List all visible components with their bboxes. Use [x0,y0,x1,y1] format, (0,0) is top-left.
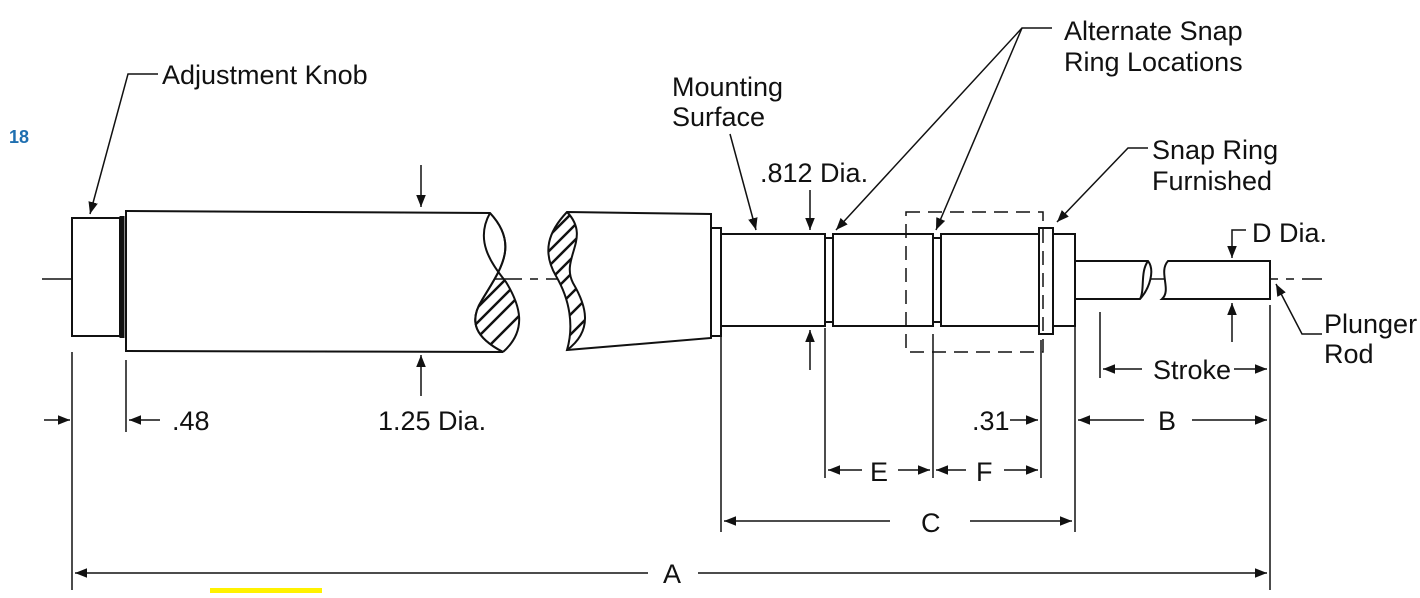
adjustment-knob [71,216,125,338]
label-alternate-snap-1: Alternate Snap [1064,16,1243,46]
label-plunger-rod-1: Plunger [1324,309,1417,339]
main-body [125,209,521,353]
label-adjustment-knob: Adjustment Knob [162,60,368,90]
dim-body-diameter: 1.25 Dia. [378,406,486,436]
label-mounting-surface-1: Mounting [672,72,783,102]
dim-e: E [870,457,888,487]
dim-a: A [663,559,681,589]
dim-b: B [1158,406,1176,436]
dim-ring-width: .31 [972,406,1010,436]
plunger-rod [1074,260,1271,300]
dim-c: C [921,508,941,538]
dim-stroke: Stroke [1153,355,1231,385]
label-snap-ring-2: Furnished [1152,166,1272,196]
body-right-segment [547,210,712,352]
dim-mount-diameter: .812 Dia. [760,158,868,188]
page-number: 18 [9,127,29,147]
label-plunger-rod-2: Rod [1324,339,1374,369]
label-mounting-surface-2: Surface [672,102,765,132]
dim-knob-width: .48 [172,406,210,436]
label-alternate-snap-2: Ring Locations [1064,47,1243,77]
dim-rod-diameter: D Dia. [1252,218,1327,248]
alternate-ring-outline [905,211,1044,353]
label-snap-ring-1: Snap Ring [1152,135,1278,165]
dim-f: F [976,457,993,487]
highlight-mark [210,588,322,593]
mounting-section [710,227,1076,337]
